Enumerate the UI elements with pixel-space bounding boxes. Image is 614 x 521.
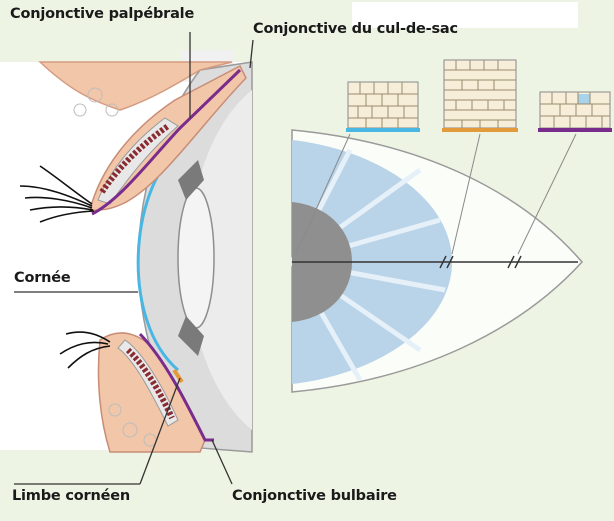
limbal-epithelium-swatch bbox=[442, 59, 518, 132]
iris-lower bbox=[178, 316, 204, 356]
lower-eyelashes bbox=[59, 331, 111, 369]
corneal-swatch-bar bbox=[346, 128, 420, 132]
upper-tarsus bbox=[97, 117, 179, 205]
limbus-mark-bottom bbox=[172, 368, 184, 384]
corneal-epithelium-swatch bbox=[346, 81, 420, 132]
break-marks bbox=[439, 255, 522, 269]
upper-eyelashes bbox=[19, 165, 95, 223]
eyeball-inner bbox=[188, 90, 252, 430]
label-limbe-corneen: Limbe cornéen bbox=[12, 488, 131, 504]
label-conjonctive-cul-de-sac: Conjonctive du cul-de-sac bbox=[253, 21, 458, 37]
top-right-panel bbox=[352, 2, 578, 28]
upper-conjunctiva-line bbox=[91, 68, 242, 216]
iris bbox=[178, 160, 204, 200]
conjunctival-swatch-bar bbox=[538, 128, 612, 132]
iris-frontal-view bbox=[289, 129, 584, 393]
label-conjonctive-palpebrale: Conjonctive palpébrale bbox=[10, 6, 195, 22]
leader-lines bbox=[14, 32, 254, 485]
limbal-swatch-bar bbox=[442, 128, 518, 132]
lens bbox=[177, 187, 215, 329]
label-cornee: Cornée bbox=[14, 270, 71, 286]
eye-cross-section bbox=[19, 61, 253, 453]
label-conjonctive-bulbaire: Conjonctive bulbaire bbox=[232, 488, 397, 504]
swatch-leaders bbox=[295, 133, 577, 255]
conjunctival-epithelium-swatch bbox=[538, 91, 612, 132]
